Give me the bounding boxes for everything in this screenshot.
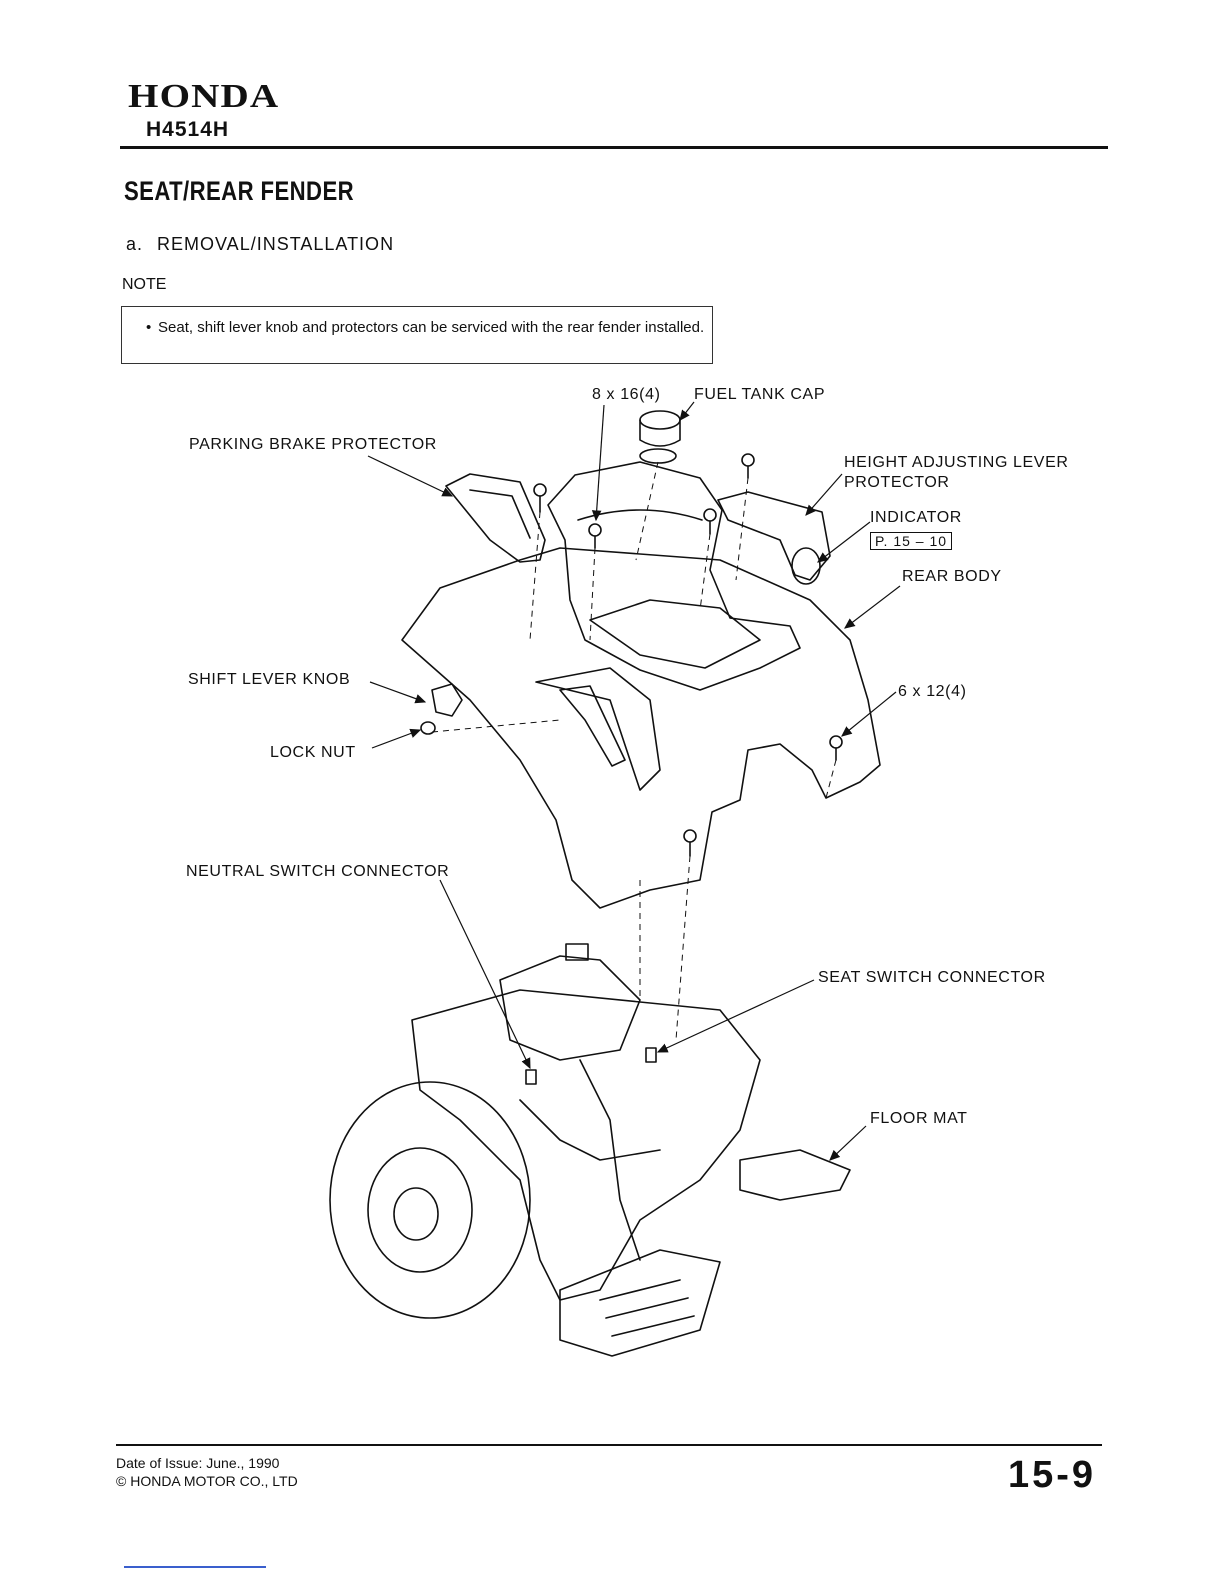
lock-nut-shape (420, 721, 436, 735)
label-seat-switch-connector: SEAT SWITCH CONNECTOR (818, 969, 1046, 986)
fender-trough (535, 667, 661, 791)
indicator-shape (791, 547, 821, 585)
rear-wheel (329, 1081, 531, 1319)
issue-date: Date of Issue: June., 1990 (116, 1455, 280, 1471)
leader-bolt-8x16 (591, 404, 605, 522)
label-lock-nut: LOCK NUT (270, 744, 356, 761)
shift-lever-knob-shape (431, 683, 463, 717)
copyright: © HONDA MOTOR CO., LTD (116, 1473, 298, 1489)
label-floor-mat: FLOOR MAT (870, 1110, 968, 1127)
height-lever-protector-shape (717, 491, 831, 581)
leader-fuel-tank-cap (679, 401, 695, 421)
footer-info: Date of Issue: June., 1990 © HONDA MOTOR… (116, 1454, 298, 1490)
label-bolt-8x16: 8 x 16(4) (592, 386, 661, 403)
seat-switch-plug (645, 1047, 657, 1063)
subsection-heading: a. REMOVAL/INSTALLATION (126, 234, 408, 255)
indicator-page-reference: P. 15 – 10 (870, 532, 953, 550)
note-box (121, 306, 713, 364)
shift-gate (559, 685, 626, 767)
leader-rear-body (844, 585, 901, 629)
leader-lock-nut (371, 728, 422, 749)
leader-floor-mat (829, 1125, 867, 1161)
note-label: NOTE (122, 276, 167, 293)
leader-bolt-6x12 (841, 691, 897, 737)
label-parking-brake-protector: PARKING BRAKE PROTECTOR (189, 436, 437, 453)
label-protector: PROTECTOR (844, 474, 950, 491)
header-rule (120, 146, 1108, 149)
floor-mat-shape (739, 1149, 851, 1201)
model-number: H4514H (146, 118, 230, 141)
page-number: 15-9 (1008, 1454, 1097, 1496)
leader-seat-switch-connector (656, 979, 815, 1053)
footer-rule (116, 1444, 1102, 1446)
page-title: SEAT/REAR FENDER (124, 176, 355, 206)
leader-shift-lever-knob (369, 681, 427, 704)
seat-outline (547, 461, 801, 691)
subsection-index: a. (126, 234, 144, 254)
seat-cushion (589, 599, 761, 669)
leader-neutral-switch-connector (439, 879, 531, 1070)
label-height-adjusting-lever: HEIGHT ADJUSTING LEVER (844, 454, 1069, 471)
fuel-tank-shape (499, 955, 641, 1061)
leader-parking-brake-protector (367, 455, 454, 497)
scan-artifact-line (124, 1566, 266, 1568)
neutral-switch-plug (525, 1069, 537, 1085)
label-indicator: INDICATOR (870, 509, 962, 526)
fuel-tank-cap-top (639, 410, 681, 430)
note-body: Seat, shift lever knob and protectors ca… (158, 319, 705, 336)
fuel-tank-cap-gasket (639, 448, 677, 464)
rear-fender-body (401, 547, 881, 909)
note-text: • Seat, shift lever knob and protectors … (146, 318, 706, 338)
label-rear-body: REAR BODY (902, 568, 1002, 585)
seat-back-curve (577, 509, 703, 521)
subsection-title: REMOVAL/INSTALLATION (157, 234, 395, 254)
label-fuel-tank-cap: FUEL TANK CAP (694, 386, 826, 403)
label-shift-lever-knob: SHIFT LEVER KNOB (188, 671, 351, 688)
chassis-frame (411, 989, 761, 1301)
note-bullet: • (146, 319, 152, 336)
leader-indicator (817, 521, 871, 563)
label-neutral-switch-connector: NEUTRAL SWITCH CONNECTOR (186, 863, 450, 880)
leader-height-lever-protector (805, 473, 843, 516)
parking-brake-protector-shape (445, 473, 546, 563)
honda-logo: HONDA (128, 78, 280, 115)
floor-step (559, 1249, 721, 1357)
label-bolt-6x12: 6 x 12(4) (898, 683, 967, 700)
